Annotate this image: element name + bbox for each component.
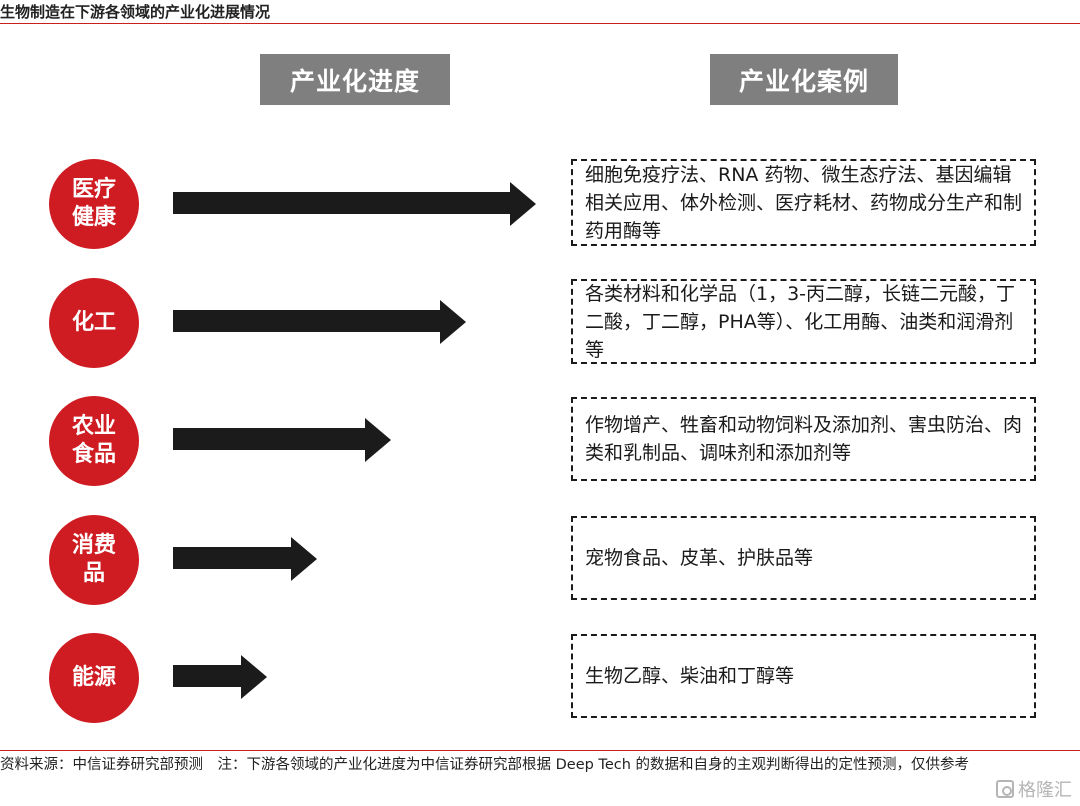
arrow-head (510, 182, 536, 226)
watermark-logo-icon (996, 780, 1014, 798)
case-box-medical: 细胞免疫疗法、RNA 药物、微生态疗法、基因编辑相关应用、体外检测、医疗耗材、药… (571, 159, 1036, 246)
case-box-chemical: 各类材料和化学品（1，3-丙二醇，长链二元酸，丁二酸，丁二醇，PHA等）、化工用… (571, 279, 1036, 364)
footer-divider (0, 750, 1080, 751)
arrow-head (440, 300, 466, 344)
progress-column-header: 产业化进度 (260, 54, 450, 105)
case-text: 各类材料和化学品（1，3-丙二醇，长链二元酸，丁二酸，丁二醇，PHA等）、化工用… (585, 282, 1016, 361)
source-note: 资料来源：中信证券研究部预测 注：下游各领域的产业化进度为中信证券研究部根据 D… (0, 757, 970, 773)
arrow-head (365, 418, 391, 462)
progress-arrow-chemical (173, 300, 466, 344)
arrow-shaft (173, 428, 365, 450)
arrow-head (291, 537, 317, 581)
arrow-shaft (173, 665, 241, 687)
domain-circle-energy: 能源 (49, 633, 139, 723)
progress-arrow-agri-food (173, 418, 391, 462)
case-text: 宠物食品、皮革、护肤品等 (585, 547, 814, 569)
domain-circle-medical: 医疗 健康 (49, 159, 139, 249)
cases-column-header: 产业化案例 (710, 54, 898, 105)
case-box-consumer: 宠物食品、皮革、护肤品等 (571, 516, 1036, 600)
progress-arrow-energy (173, 655, 267, 699)
domain-circle-agri-food: 农业 食品 (49, 396, 139, 486)
case-box-agri-food: 作物增产、牲畜和动物饲料及添加剂、害虫防治、肉类和乳制品、调味剂和添加剂等 (571, 397, 1036, 481)
case-text: 作物增产、牲畜和动物饲料及添加剂、害虫防治、肉类和乳制品、调味剂和添加剂等 (585, 414, 1023, 464)
arrow-head (241, 655, 267, 699)
domain-circle-consumer: 消费 品 (49, 515, 139, 605)
case-text: 生物乙醇、柴油和丁醇等 (585, 665, 795, 687)
case-text: 细胞免疫疗法、RNA 药物、微生态疗法、基因编辑相关应用、体外检测、医疗耗材、药… (585, 163, 1023, 242)
case-box-energy: 生物乙醇、柴油和丁醇等 (571, 634, 1036, 718)
watermark-text: 格隆汇 (1018, 780, 1072, 801)
arrow-shaft (173, 310, 440, 332)
domain-circle-chemical: 化工 (49, 278, 139, 368)
progress-arrow-medical (173, 182, 536, 226)
watermark: 格隆汇 (996, 776, 1072, 802)
arrow-shaft (173, 192, 510, 214)
progress-arrow-consumer (173, 537, 317, 581)
page-title: 生物制造在下游各领域的产业化进展情况 (0, 2, 1080, 24)
arrow-shaft (173, 547, 291, 569)
